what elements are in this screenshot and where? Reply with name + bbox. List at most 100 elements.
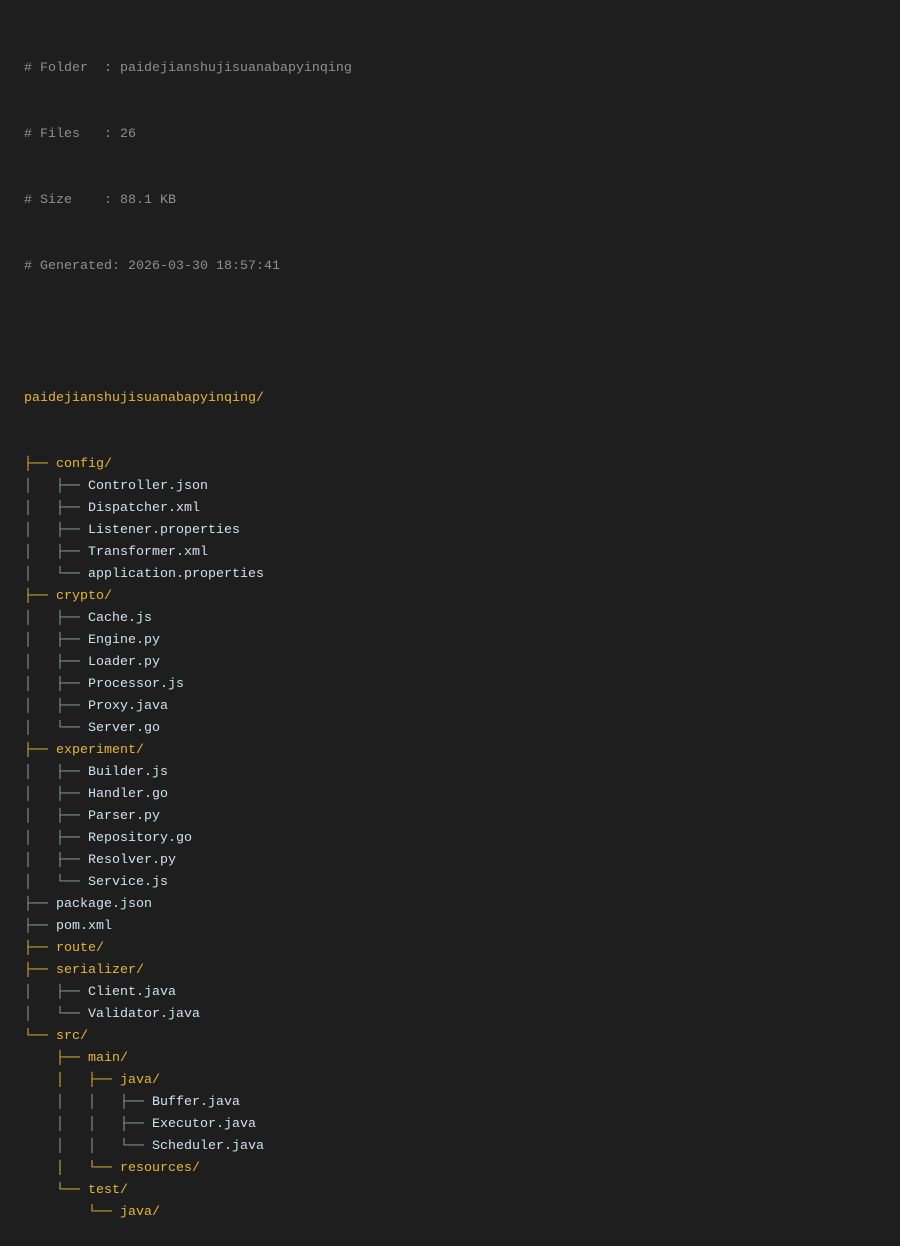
tree-file-row: │ ├── Dispatcher.xml [24, 498, 900, 520]
tree-file-row: │ │ └── Scheduler.java [24, 1136, 900, 1158]
tree-connector: │ ├── [24, 633, 88, 648]
tree-connector: │ └── [24, 1161, 120, 1176]
tree-connector: │ ├── [24, 809, 88, 824]
tree-connector: ├── [24, 919, 56, 934]
tree-connector: │ ├── [24, 853, 88, 868]
file-name: Server.go [88, 721, 160, 736]
file-name: Transformer.xml [88, 545, 208, 560]
header-folder: # Folder : paidejianshujisuanabapyinqing [24, 61, 352, 76]
tree-file-row: │ ├── Controller.json [24, 476, 900, 498]
tree-connector: │ ├── [24, 985, 88, 1000]
file-name: Engine.py [88, 633, 160, 648]
folder-name: route/ [56, 941, 104, 956]
tree-connector: ├── [24, 743, 56, 758]
folder-name: java/ [119, 1205, 160, 1220]
file-name: Resolver.py [88, 853, 176, 868]
tree-file-row: │ ├── Listener.properties [24, 520, 900, 542]
tree-file-row: │ └── Service.js [24, 872, 900, 894]
file-name: Handler.go [88, 787, 168, 802]
file-name: Loader.py [88, 655, 160, 670]
folder-name: resources/ [119, 1161, 200, 1176]
file-name: Validator.java [88, 1007, 200, 1022]
file-name: package.json [56, 897, 152, 912]
tree-connector: ├── [24, 1051, 88, 1066]
tree-connector: │ └── [24, 875, 88, 890]
tree-connector: │ ├── [24, 787, 88, 802]
file-name: application.properties [88, 567, 264, 582]
tree-connector: └── [24, 1205, 120, 1220]
tree-folder-row: └── test/ [24, 1180, 900, 1202]
folder-name: test/ [88, 1183, 128, 1198]
tree-connector: ├── [24, 963, 56, 978]
tree-connector: │ ├── [24, 699, 88, 714]
tree-connector: ├── [24, 457, 56, 472]
file-name: Scheduler.java [151, 1139, 264, 1154]
tree-connector: │ └── [24, 1007, 88, 1022]
tree-folder-row: ├── serializer/ [24, 960, 900, 982]
file-name: Builder.js [88, 765, 168, 780]
tree-connector: ├── [24, 589, 56, 604]
folder-name: crypto/ [56, 589, 112, 604]
tree-file-row: │ ├── Repository.go [24, 828, 900, 850]
tree-connector: │ │ ├── [24, 1095, 152, 1110]
tree-file-row: │ ├── Parser.py [24, 806, 900, 828]
tree-folder-row: ├── experiment/ [24, 740, 900, 762]
tree-file-row: │ ├── Processor.js [24, 674, 900, 696]
tree-folder-row: │ ├── java/ [24, 1070, 900, 1092]
tree-folder-row: ├── main/ [24, 1048, 900, 1070]
tree-connector: │ ├── [24, 479, 88, 494]
file-name: pom.xml [56, 919, 112, 934]
tree-file-row: │ └── Server.go [24, 718, 900, 740]
tree-file-row: ├── package.json [24, 894, 900, 916]
tree-connector: │ ├── [24, 501, 88, 516]
tree-file-row: │ ├── Proxy.java [24, 696, 900, 718]
file-name: Buffer.java [151, 1095, 240, 1110]
tree-folder-row: └── java/ [24, 1202, 900, 1224]
tree-connector: │ ├── [24, 611, 88, 626]
tree-connector: │ ├── [24, 545, 88, 560]
tree-folder-row: │ └── resources/ [24, 1158, 900, 1180]
file-name: Client.java [88, 985, 176, 1000]
tree-lines: ├── config/│ ├── Controller.json│ ├── Di… [24, 454, 900, 1224]
folder-name: java/ [119, 1073, 160, 1088]
tree-file-row: │ │ ├── Buffer.java [24, 1092, 900, 1114]
tree-connector: │ ├── [24, 1073, 120, 1088]
file-name: Repository.go [88, 831, 192, 846]
folder-name: serializer/ [56, 963, 144, 978]
tree-connector: │ └── [24, 721, 88, 736]
tree-file-row: ├── pom.xml [24, 916, 900, 938]
file-name: Service.js [88, 875, 168, 890]
tree-connector: └── [24, 1183, 88, 1198]
header-files-count: # Files : 26 [24, 127, 136, 142]
tree-connector: │ ├── [24, 677, 88, 692]
tree-folder-row: └── src/ [24, 1026, 900, 1048]
header-generated: # Generated: 2026-03-30 18:57:41 [24, 259, 280, 274]
tree-file-row: │ ├── Resolver.py [24, 850, 900, 872]
folder-name: src/ [56, 1029, 88, 1044]
folder-name: config/ [56, 457, 112, 472]
file-name: Dispatcher.xml [88, 501, 200, 516]
blank-line [24, 322, 900, 344]
tree-file-row: │ │ ├── Executor.java [24, 1114, 900, 1136]
tree-connector: │ └── [24, 567, 88, 582]
tree-connector: └── [24, 1029, 56, 1044]
tree-connector: ├── [24, 941, 56, 956]
tree-file-row: │ ├── Transformer.xml [24, 542, 900, 564]
folder-name: main/ [88, 1051, 128, 1066]
tree-root: paidejianshujisuanabapyinqing/ [24, 391, 264, 406]
tree-connector: │ ├── [24, 831, 88, 846]
tree-connector: │ │ └── [24, 1139, 152, 1154]
tree-connector: ├── [24, 897, 56, 912]
header-size: # Size : 88.1 KB [24, 193, 176, 208]
file-name: Proxy.java [88, 699, 168, 714]
tree-file-row: │ ├── Cache.js [24, 608, 900, 630]
tree-file-row: │ ├── Loader.py [24, 652, 900, 674]
tree-folder-row: ├── config/ [24, 454, 900, 476]
tree-file-row: │ └── Validator.java [24, 1004, 900, 1026]
file-name: Controller.json [88, 479, 208, 494]
tree-file-row: │ ├── Client.java [24, 982, 900, 1004]
tree-connector: │ ├── [24, 523, 88, 538]
tree-file-row: │ ├── Handler.go [24, 784, 900, 806]
file-name: Cache.js [88, 611, 152, 626]
